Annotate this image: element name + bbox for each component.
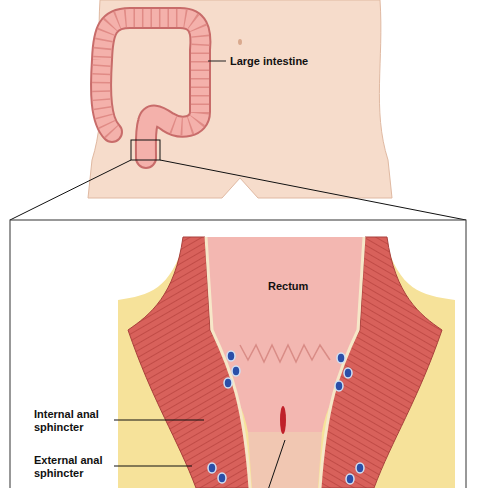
zoom-box	[131, 140, 160, 160]
zoom-line	[160, 160, 466, 220]
navel	[238, 39, 242, 45]
wall-layer	[206, 237, 250, 488]
leader-line	[208, 61, 226, 62]
wall-layer	[320, 237, 364, 488]
left-sphincter	[128, 237, 250, 488]
torso	[88, 0, 392, 198]
zoom-line	[10, 160, 131, 220]
dentate-line	[240, 345, 330, 362]
colon	[101, 18, 200, 158]
colon-outline	[101, 18, 200, 158]
fissure	[280, 406, 286, 434]
leader-line	[114, 466, 192, 467]
part-label: External anal sphincter	[34, 454, 112, 480]
veins	[208, 351, 364, 484]
part-label: Large intestine	[230, 55, 350, 68]
detail-panel	[10, 220, 466, 488]
leader-line	[268, 440, 285, 488]
colon-haustra	[101, 18, 200, 132]
part-label: Internal anal sphincter	[34, 408, 112, 434]
part-label: Rectum	[268, 280, 338, 293]
right-sphincter	[320, 237, 442, 488]
leader-line	[114, 420, 204, 421]
